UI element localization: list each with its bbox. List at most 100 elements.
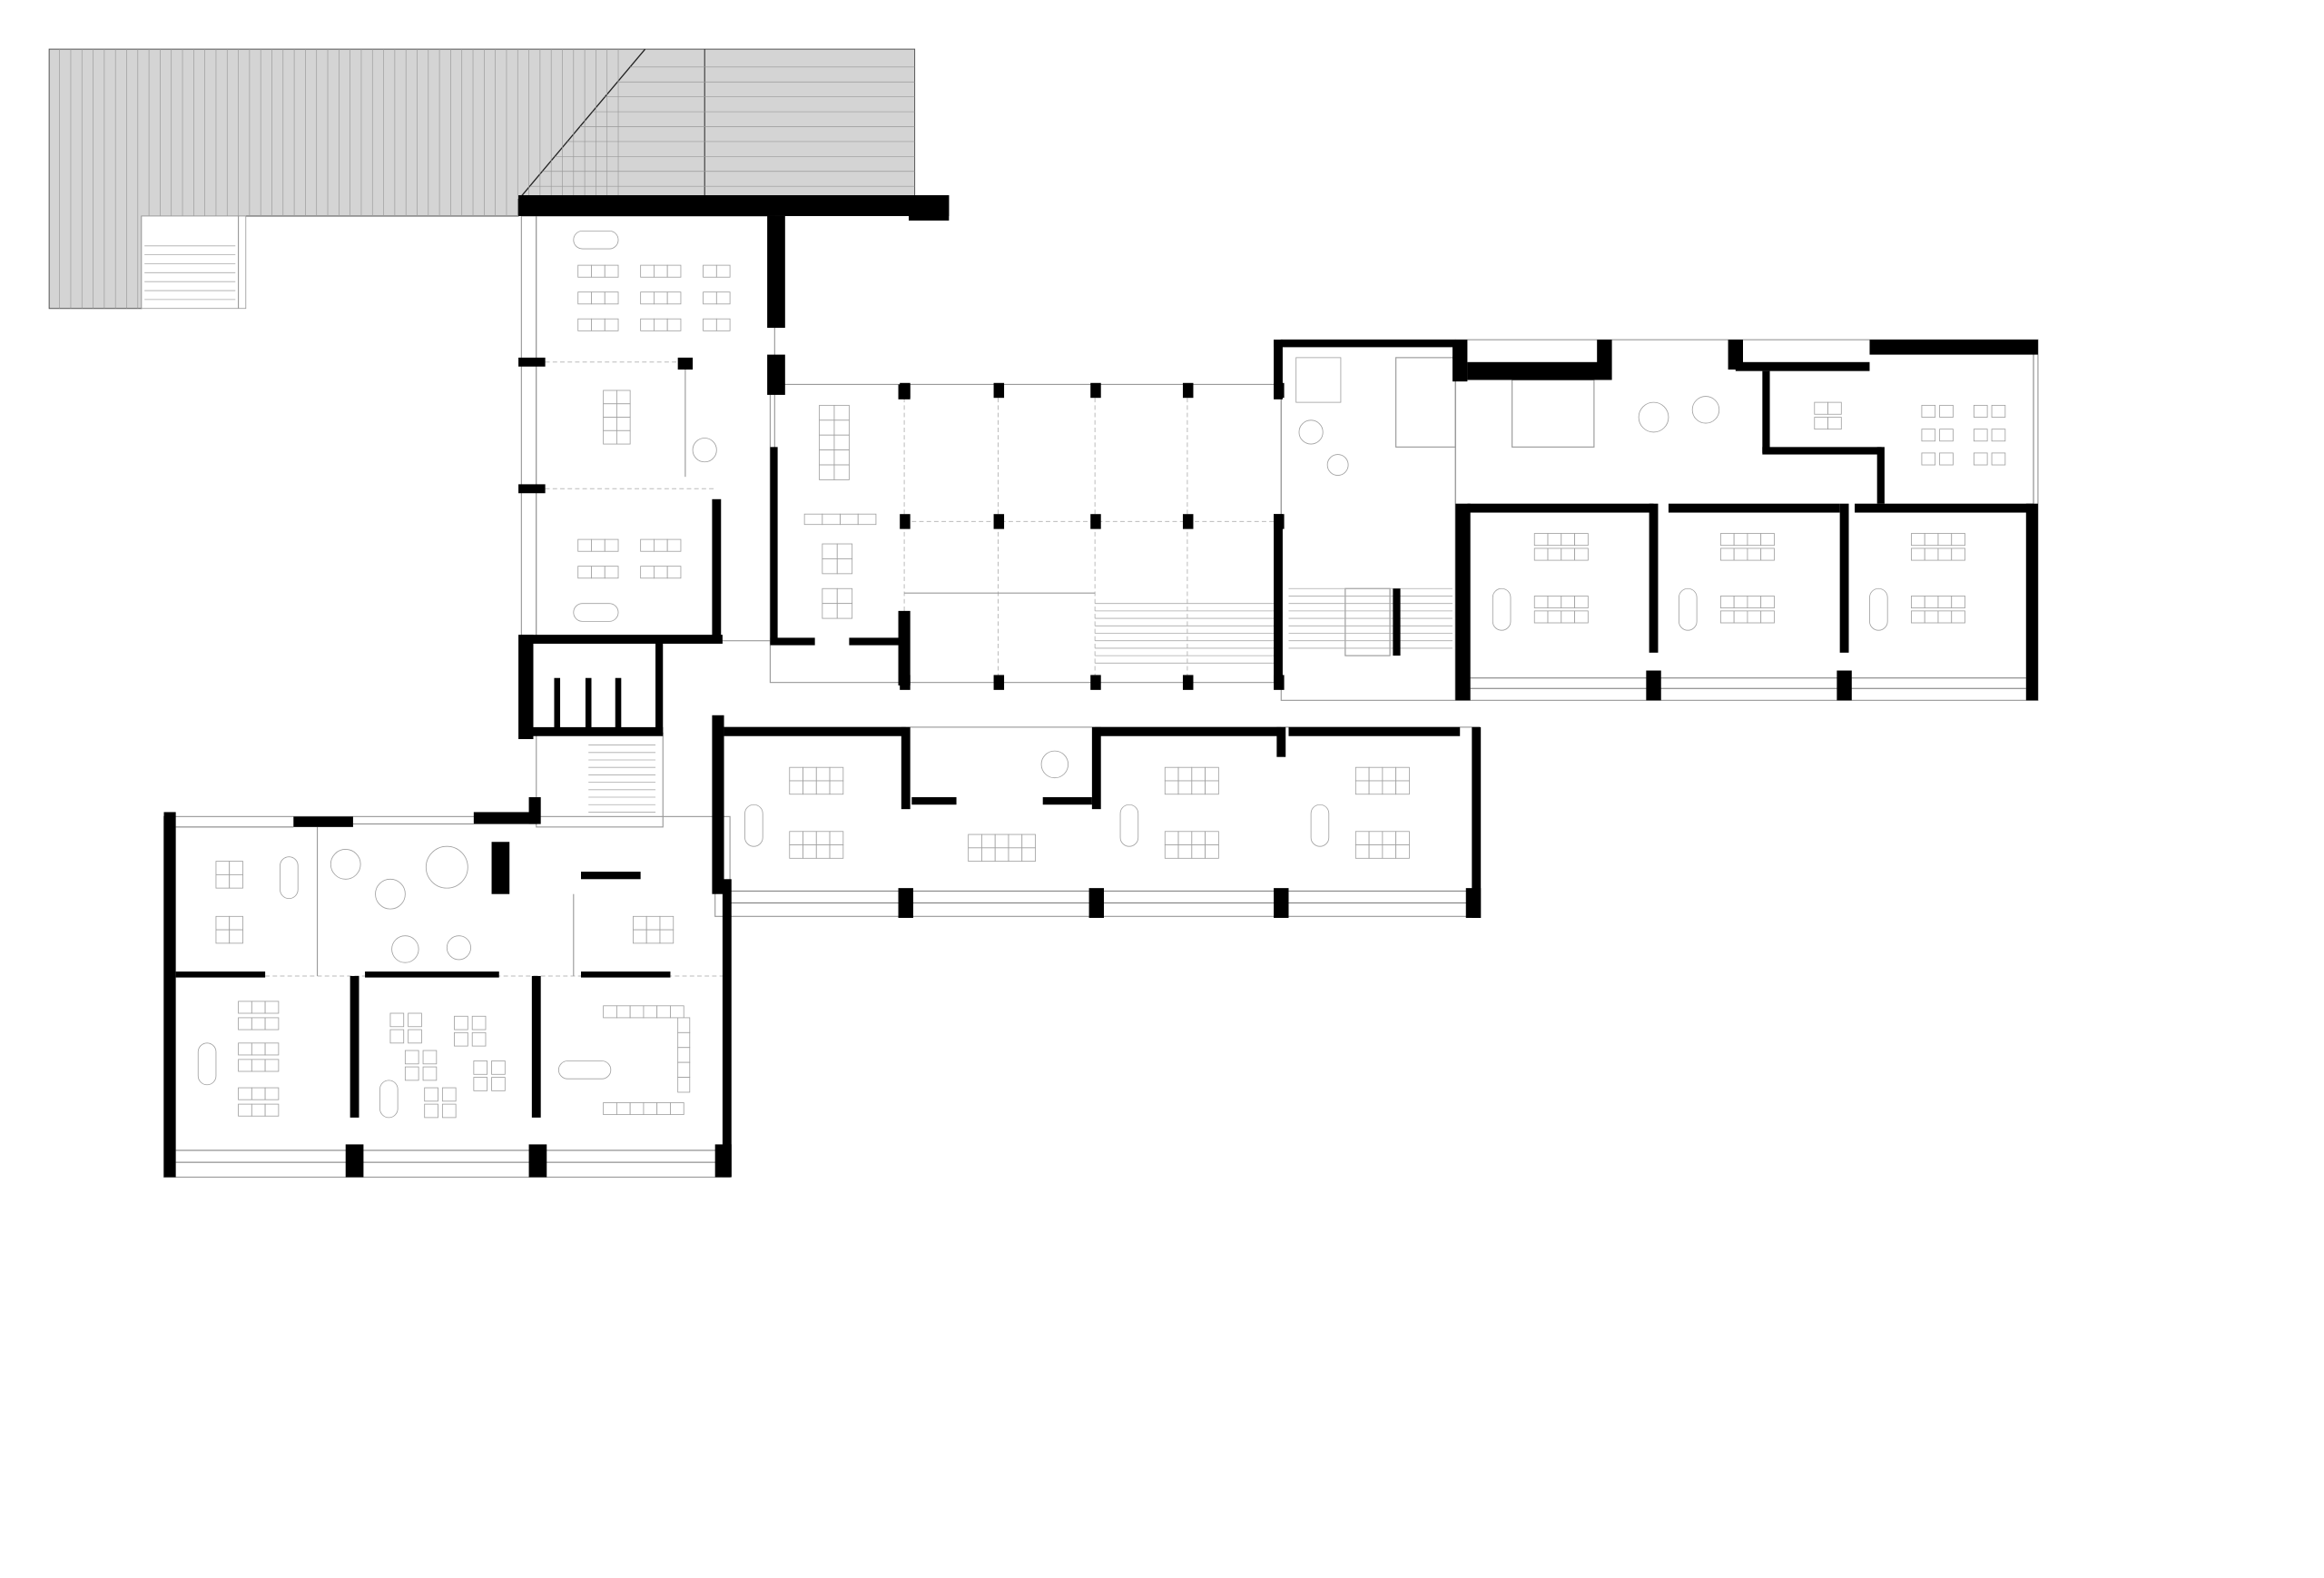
desk	[1951, 596, 1965, 609]
desk	[640, 264, 655, 278]
desk	[1164, 831, 1179, 845]
wall-segment	[1467, 361, 1602, 380]
desk	[703, 291, 717, 305]
desk	[677, 1047, 691, 1063]
desk	[640, 291, 655, 305]
wall-segment	[1091, 726, 1101, 810]
desk	[264, 1103, 280, 1117]
desk	[1177, 831, 1193, 845]
desk	[1561, 596, 1575, 609]
wall-segment	[770, 637, 815, 646]
desk	[404, 1050, 419, 1065]
desk	[654, 538, 668, 552]
desk	[424, 1103, 438, 1119]
desk	[441, 1087, 457, 1102]
desk	[473, 1060, 488, 1075]
wall-segment	[581, 971, 671, 978]
desk	[1368, 831, 1384, 845]
desk	[238, 1103, 252, 1117]
desk	[603, 403, 617, 418]
desk	[1354, 780, 1370, 795]
desk	[1574, 596, 1589, 609]
teacher-desk	[280, 856, 299, 900]
desk	[591, 264, 606, 278]
desk	[1939, 429, 1954, 442]
desk	[822, 543, 838, 559]
desk	[836, 587, 853, 605]
desk	[1177, 844, 1193, 859]
desk	[643, 1102, 658, 1116]
desk	[1760, 596, 1775, 609]
desk	[857, 513, 877, 526]
wall-segment	[528, 797, 541, 824]
desk	[1164, 780, 1179, 795]
wall-segment	[767, 354, 785, 395]
desk	[603, 1005, 617, 1019]
desk	[1827, 401, 1842, 415]
wall-segment	[350, 975, 359, 1118]
desk	[1395, 766, 1410, 782]
wall-segment	[724, 726, 906, 736]
wall-segment	[518, 357, 546, 367]
desk	[645, 915, 661, 931]
teacher-desk	[573, 230, 619, 250]
desk	[471, 1015, 487, 1031]
desk	[251, 1103, 266, 1117]
desk	[829, 766, 844, 782]
wall-segment	[1274, 340, 1452, 348]
column	[1274, 382, 1285, 399]
wall-segment	[521, 726, 664, 736]
desk	[1533, 533, 1549, 547]
desk	[1760, 533, 1775, 547]
walls	[163, 194, 2038, 1178]
desk	[408, 1029, 422, 1044]
desk	[1191, 844, 1206, 859]
desk	[1382, 780, 1397, 795]
wall-segment	[163, 812, 176, 1178]
desk	[833, 434, 850, 451]
wall-segment	[1042, 797, 1092, 805]
teacher-desk	[1492, 587, 1512, 631]
wall-segment	[1274, 888, 1289, 918]
desk	[604, 264, 619, 278]
desk	[789, 780, 803, 795]
desk	[833, 464, 850, 480]
desk	[656, 1005, 671, 1019]
desk	[1008, 847, 1023, 863]
desk	[1354, 766, 1370, 782]
room-outline	[1512, 379, 1595, 448]
desk	[1191, 831, 1206, 845]
desk	[640, 566, 655, 579]
desk	[1733, 610, 1748, 624]
desk	[833, 404, 850, 421]
desk	[1382, 844, 1397, 859]
column	[993, 514, 1005, 529]
column	[900, 382, 911, 399]
desk	[1951, 533, 1965, 547]
desk	[829, 780, 844, 795]
desk	[577, 264, 592, 278]
desk	[471, 1031, 487, 1047]
desk	[491, 1060, 506, 1075]
wall-segment	[1465, 888, 1482, 918]
desk	[1760, 547, 1775, 561]
desk	[251, 1042, 266, 1056]
desk	[591, 538, 606, 552]
desk	[789, 831, 803, 845]
desk	[1939, 404, 1954, 418]
desk	[654, 264, 668, 278]
desk	[1760, 610, 1775, 624]
wall-segment	[911, 797, 957, 805]
desk	[1921, 452, 1936, 466]
desk	[659, 915, 675, 931]
wall-segment	[1762, 447, 1882, 455]
room-outline	[1454, 339, 2039, 701]
desk	[591, 318, 606, 331]
wall-segment	[1088, 888, 1104, 918]
teacher-desk	[1310, 804, 1330, 847]
desk	[1395, 780, 1410, 795]
desk	[666, 264, 682, 278]
desk	[1382, 831, 1397, 845]
desk	[1951, 610, 1965, 624]
